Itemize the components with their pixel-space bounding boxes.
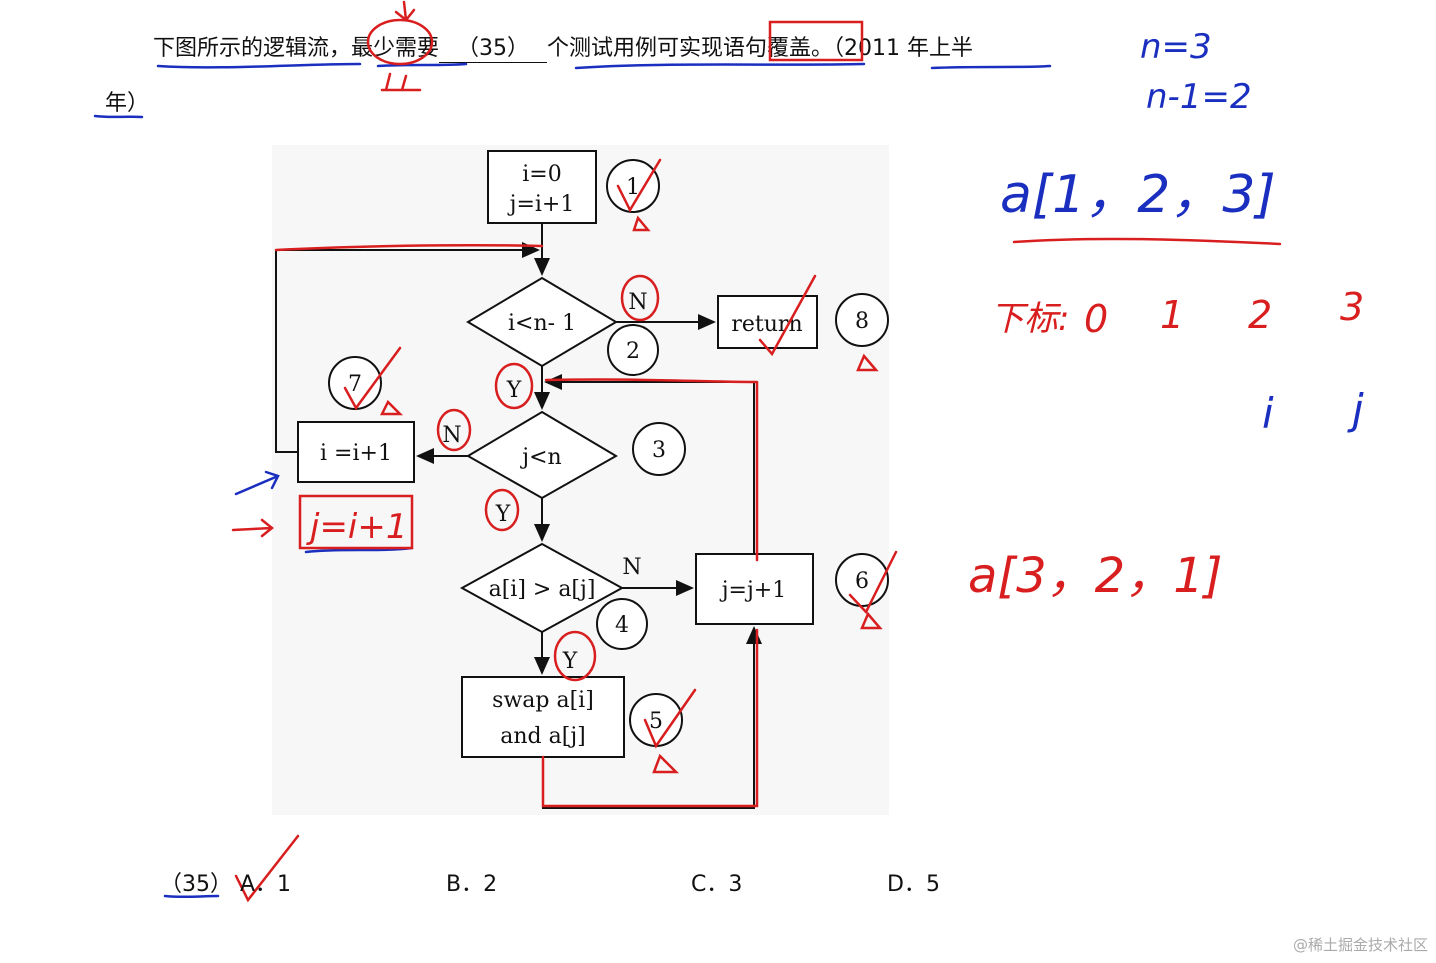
increment-j-box [695,553,814,625]
node-circle-2 [607,324,659,376]
question-line-2: 年） [105,85,149,117]
inner-condition-label: j<n [519,445,561,470]
increment-j-label: j=j+1 [719,578,787,603]
inner-no-label: N [442,423,461,448]
node-number-6: 6 [855,569,869,594]
node-number-1: 1 [626,175,640,200]
node-circle-8 [835,293,889,347]
answer-blank: （35） [439,30,548,63]
node-number-3: 3 [652,438,666,463]
option-b[interactable]: B．2 [446,872,498,897]
increment-i-box [297,421,415,483]
option-qnum: （35） [160,872,232,897]
node-number-7: 7 [348,372,362,397]
outer-yes-label: Y [506,378,522,403]
watermark: @稀土掘金技术社区 [1292,936,1428,954]
question-suffix: 个测试用例可实现语句覆盖。（2011 年上半 [547,36,973,61]
outer-no-label: N [628,290,647,315]
node-number-2: 2 [626,339,640,364]
swap-line2: and a[j] [500,724,585,749]
node-number-5: 5 [649,709,663,734]
compare-label: a[i] > a[j] [489,577,596,602]
node-number-8: 8 [855,309,869,334]
node-number-4: 4 [615,613,629,638]
return-label: return [731,312,802,337]
option-c[interactable]: C．3 [691,872,743,897]
option-d[interactable]: D．5 [887,872,940,897]
option-a[interactable]: A．1 [240,872,292,897]
compare-yes-label: Y [562,649,578,674]
compare-no-label: N [622,555,641,580]
swap-line1: swap a[i] [492,688,594,713]
init-box [487,150,597,224]
init-line2: j=i+1 [507,192,575,217]
inner-yes-label: Y [495,502,511,527]
increment-i-label: i =i+1 [320,441,392,466]
question-suffix-line2: 年） [105,91,150,116]
outer-condition-label: i<n- 1 [508,311,576,336]
init-line1: i=0 [522,162,561,187]
